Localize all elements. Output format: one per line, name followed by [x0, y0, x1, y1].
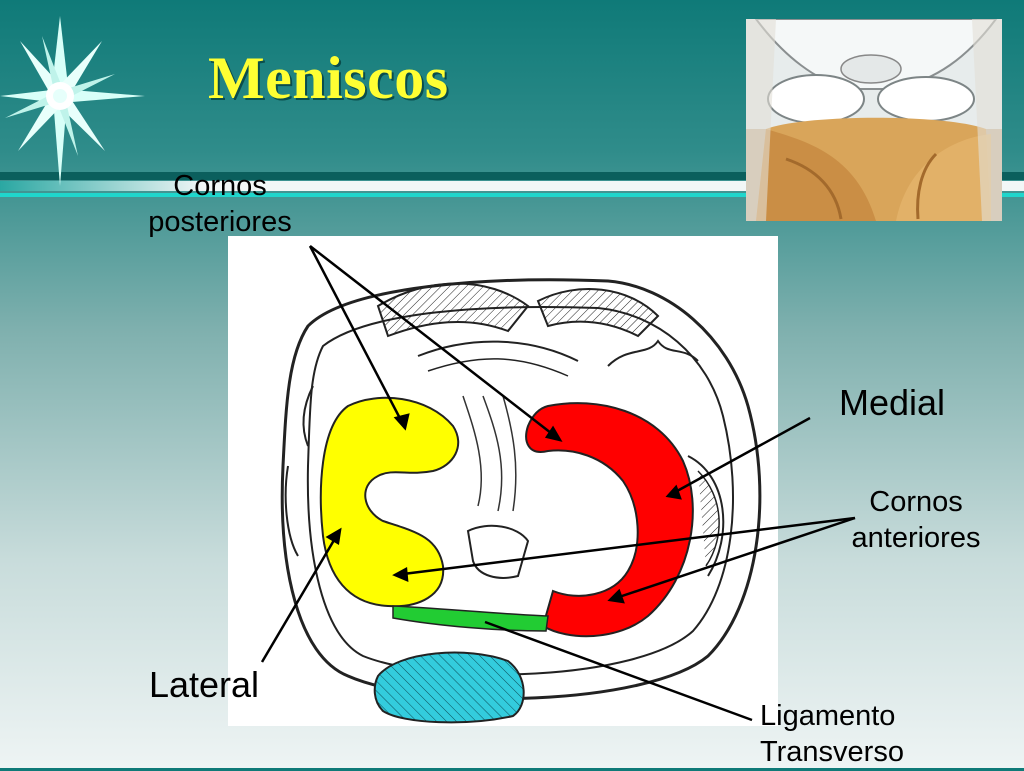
header-stripe-dark [0, 172, 1024, 180]
label-lateral: Lateral [134, 662, 274, 707]
knee-menisci-diagram [228, 236, 778, 726]
header-stripe-accent [0, 193, 1024, 197]
slide-title: Meniscos [208, 45, 449, 111]
label-transverse-ligament: Ligamento Transverso [760, 698, 950, 771]
label-posterior-horns: Cornos posteriores [120, 168, 320, 241]
label-transverse-ligament-line2: Transverso [760, 736, 904, 769]
label-posterior-horns-line2: posteriores [148, 206, 292, 239]
label-lateral-text: Lateral [148, 664, 260, 705]
label-medial-text: Medial [838, 382, 946, 423]
knee-joint-photo [746, 19, 1002, 221]
label-anterior-horns-line2: anteriores [851, 522, 981, 555]
starburst-icon [0, 16, 145, 186]
label-posterior-horns-line1: Cornos [173, 170, 267, 202]
label-anterior-horns: Cornos anteriores [826, 484, 1006, 557]
label-transverse-ligament-line1: Ligamento [760, 700, 896, 732]
label-anterior-horns-line1: Cornos [869, 486, 963, 518]
label-medial: Medial [822, 380, 962, 425]
header-stripe-light [0, 181, 1024, 191]
